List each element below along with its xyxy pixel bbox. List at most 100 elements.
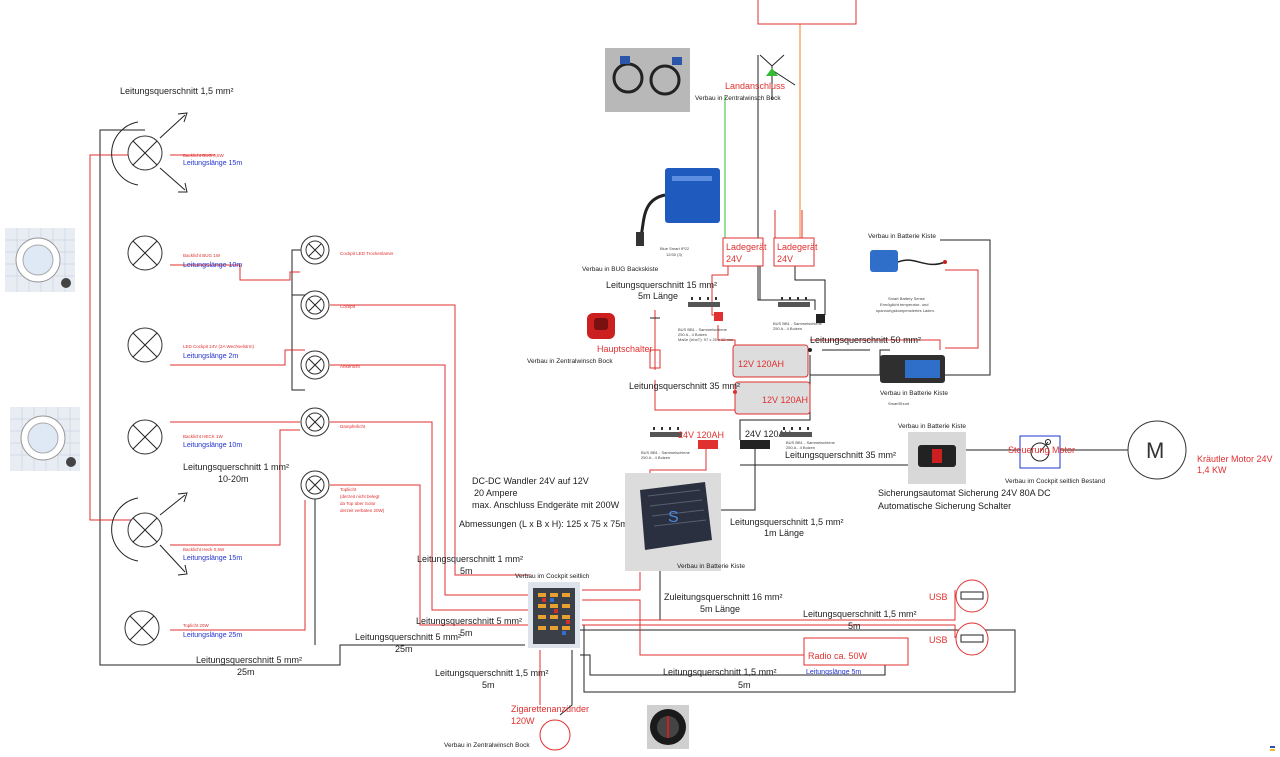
ladegeraet-label: Ladegerät [777, 242, 818, 252]
switch-4 [300, 407, 330, 437]
busbar-label: 250 A - 4 Bolzen [641, 455, 670, 460]
busbar-lower-right [780, 427, 812, 437]
switch-3 [300, 350, 330, 380]
busbar-label: BUS BB1 - Sammelschiene [786, 440, 836, 445]
charger-spec: 12/30 (3) [666, 252, 683, 257]
switch-label: Topliicht [340, 487, 357, 492]
lamp-length: Leitungslänge 15m [183, 160, 242, 167]
lamp-cockpit-led [127, 327, 163, 363]
busbar-top-left [688, 297, 720, 307]
lamp-toplicht [124, 610, 160, 646]
switch-5 [300, 470, 330, 500]
verbau-label: Verbau in Zentralwinsch Bock [444, 742, 530, 749]
switch-label: derzeit verbaten 20W) [340, 508, 385, 513]
cable-label: Leitungsquerschnitt 1,5 mm² [730, 517, 844, 527]
lamp-name: Backlicht BUG 1W [183, 253, 221, 258]
cable-label: Leitungsquerschnitt 15 mm² [606, 280, 717, 290]
cable-length: 1m Länge [764, 528, 804, 538]
busbar-label: BUS BB1 - Sammelschiene [773, 321, 823, 326]
cable-label: Zuleitungsquerschnitt 16 mm² [664, 592, 783, 602]
steuerung-label: Steuerung Motor [1008, 445, 1075, 455]
ladegeraet-voltage: 24V [777, 254, 793, 264]
black-wires [99, 55, 1130, 716]
motor-icon [1127, 420, 1187, 480]
busbar-label: BUS BB1 - Sammelschiene [678, 327, 728, 332]
switch-label: (derzeit nicht belegt [340, 494, 380, 499]
cable-label: Leitungsquerschnitt 5 mm² [355, 632, 461, 642]
switch-label: Cockpit [340, 304, 356, 309]
verbau-label: Verbau im Cockpit seitlich [515, 573, 590, 580]
breaker-photo [908, 432, 966, 484]
cable-label: Leitungsquerschnitt 35 mm² [785, 450, 896, 460]
lamp-group [111, 112, 188, 646]
hauptschalter-label: Hauptschalter [597, 344, 653, 354]
lamp-length: Leitungslänge 25m [183, 632, 242, 639]
sense-desc: spannungskompensiertes Laden. [876, 308, 935, 313]
hauptschalter-photo [587, 313, 615, 339]
lamp-name: Backlicht BUG 0,5W [183, 153, 225, 158]
sense-title: Smart Battery Sense [888, 296, 926, 301]
motor-power: 1,4 KW [1197, 465, 1227, 475]
fuse-symbol [649, 349, 661, 369]
ladegeraet-voltage: 24V [726, 254, 742, 264]
busbar-top-right [778, 297, 810, 307]
busbar-label: BUS BB1 - Sammelschiene [641, 450, 691, 455]
cable-label: Leitungsquerschnitt 1 mm² [417, 554, 523, 564]
battery-label: 12V 120AH [738, 359, 784, 369]
zigarette-icon [539, 719, 571, 751]
svg-text:S: S [668, 509, 679, 526]
fuse-24v-positive [698, 440, 718, 449]
lamp-heck-05w [111, 492, 188, 576]
fuse-24v-negative [740, 440, 770, 449]
usb-label: USB [929, 635, 948, 645]
switch-label: Ankerlicht [340, 364, 361, 369]
usb-socket-2 [955, 622, 989, 656]
cable-length: 25m [237, 667, 255, 677]
lamp-length: Leitungslänge 10m [183, 442, 242, 449]
lamp-length: Leitungslänge 15m [183, 555, 242, 562]
cable-length: 5m [460, 628, 473, 638]
cable-label: Leitungsquerschnitt 50 mm² [810, 335, 921, 345]
cable-length: 5m [460, 566, 473, 576]
smartshunt-label: SmartShunt [888, 401, 910, 406]
switch-label: Dampferlicht [340, 424, 366, 429]
switch-1 [300, 235, 330, 265]
lamp-bug-1w [127, 235, 163, 271]
lamp-bug-05w [111, 112, 188, 193]
cable-label: Leitungsquerschnitt 5 mm² [196, 655, 302, 665]
verbau-label: Verbau in Batterie Kiste [677, 563, 745, 570]
radio-box [803, 637, 909, 666]
usb-label: USB [929, 592, 948, 602]
cable-label: Leitungsquerschnitt 1,5 mm² [435, 668, 549, 678]
ladegeraet-box-2 [773, 237, 815, 267]
lamp-name: Backlicht Heck 0,5W [183, 547, 225, 552]
corner-marker [1270, 746, 1275, 748]
cable-length: 10-20m [218, 474, 249, 484]
cable-label: Leitungsquerschnitt 1,5 mm² [803, 609, 917, 619]
motor-name: Kräutler Motor 24V [1197, 454, 1273, 464]
lamp-heck-1w [127, 419, 163, 455]
lamp-name: Backlicht HECK 1W [183, 434, 224, 439]
busbar-label: Maße (lxhxT): 97 x 25 x 22 mm [678, 337, 734, 342]
lamp-name: Toplicht 20W [183, 623, 210, 628]
charger-photo [636, 168, 720, 246]
busbar-lower-left [650, 427, 682, 437]
compass-photo [647, 705, 689, 749]
landanschluss-antenna-icon [759, 54, 796, 100]
cable-label: Leitungsquerschnitt 1 mm² [183, 462, 289, 472]
zigarette-label: Zigarettenanzünder [511, 704, 589, 714]
switch-label: da Top über Solar [340, 501, 376, 506]
dcdc-converter-photo: S [625, 473, 721, 571]
dcdc-dims: Abmessungen (L x B x H): 125 x 75 x 75mm [459, 519, 635, 529]
throttle-icon [1030, 442, 1050, 462]
usb-socket-1 [955, 579, 989, 613]
busbar-label: 250 A - 4 Bolzen [786, 445, 815, 450]
motor-symbol: M [1146, 438, 1164, 463]
breaker-label: Sicherungsautomat Sicherung 24V 80A DC [878, 488, 1051, 498]
landanschluss-label: Landanschluss [725, 81, 786, 91]
ladegeraet-label: Ladegerät [726, 242, 767, 252]
verbau-label: Verbau in Zentralwinsch Bock [527, 358, 613, 365]
verbau-label: Verbau in Zentralwinsch Bock [695, 95, 781, 102]
